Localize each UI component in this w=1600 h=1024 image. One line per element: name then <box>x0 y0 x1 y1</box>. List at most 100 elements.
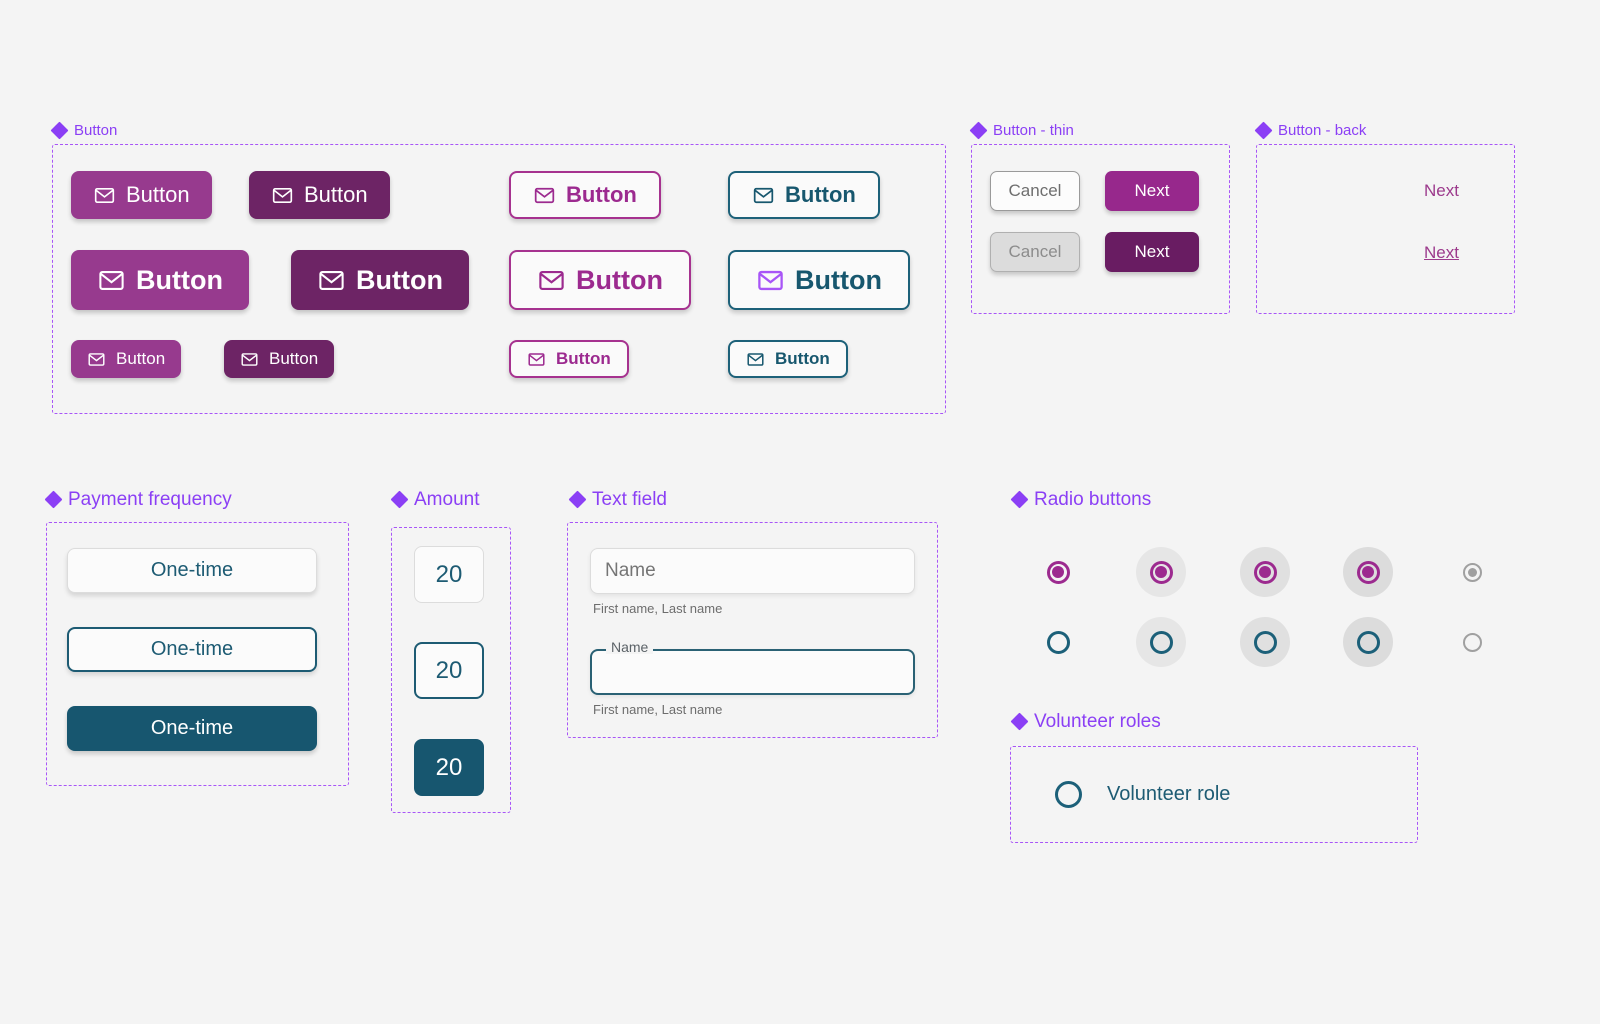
volunteer-roles-frame <box>1010 746 1418 843</box>
section-label-button: Button <box>50 121 118 140</box>
section-label-text: Payment frequency <box>68 489 232 510</box>
section-label-button-back: Button - back <box>1254 121 1366 140</box>
section-label-text: Volunteer roles <box>1034 711 1161 732</box>
button-label: Button <box>356 264 443 295</box>
button-label: Button <box>556 349 611 368</box>
name-input-notched-wrapper: Name <box>590 640 915 695</box>
volunteer-role-row[interactable]: Volunteer role <box>1055 781 1230 808</box>
diamond-cluster-icon <box>44 490 63 509</box>
payment-frequency-option-selected[interactable]: One-time <box>67 706 317 751</box>
radio-selected-rest[interactable] <box>1033 547 1083 597</box>
button-filled-magenta-dark-medium[interactable]: Button <box>249 171 390 219</box>
envelope-icon <box>241 352 258 366</box>
diamond-cluster-icon <box>1010 712 1029 731</box>
amount-input-focused[interactable]: 20 <box>414 642 484 699</box>
volunteer-role-label: Volunteer role <box>1107 783 1231 805</box>
button-outline-teal-large[interactable]: Button <box>728 250 910 310</box>
radio-ring <box>1356 630 1380 654</box>
button-filled-magenta-small[interactable]: Button <box>71 340 182 378</box>
button-outline-magenta-large[interactable]: Button <box>509 250 691 310</box>
button-label: Button <box>269 349 319 368</box>
section-label-text: Text field <box>592 489 667 510</box>
button-label: Button <box>126 182 190 207</box>
next-button-pressed[interactable]: Next <box>1105 232 1199 272</box>
name-input-plain[interactable] <box>590 548 915 594</box>
button-filled-magenta-dark-small[interactable]: Button <box>224 340 335 378</box>
envelope-icon <box>539 270 564 290</box>
option-label: One-time <box>150 638 234 660</box>
diamond-cluster-icon <box>969 121 988 140</box>
button-label: Cancel <box>1008 242 1062 261</box>
radio-ring <box>1149 560 1173 584</box>
radio-dot <box>1467 567 1477 577</box>
next-button[interactable]: Next <box>1105 171 1199 211</box>
radio-dot <box>1155 566 1167 578</box>
radio-unselected-pressed[interactable] <box>1343 617 1393 667</box>
back-button-next[interactable]: Next <box>1418 180 1465 202</box>
floating-label: Name <box>606 640 654 654</box>
name-input-notched[interactable] <box>592 651 913 693</box>
cancel-button[interactable]: Cancel <box>990 171 1080 211</box>
envelope-icon <box>758 270 783 290</box>
section-label-amount: Amount <box>390 489 480 510</box>
amount-input-rest[interactable]: 20 <box>414 546 484 603</box>
radio-ring <box>1253 560 1277 584</box>
button-label: Button <box>566 182 637 207</box>
diamond-cluster-icon <box>568 490 587 509</box>
button-label: Button <box>795 264 882 295</box>
button-outline-magenta-medium[interactable]: Button <box>509 171 661 219</box>
section-label-button-thin: Button - thin <box>969 121 1074 140</box>
radio-unselected-focus[interactable] <box>1240 617 1290 667</box>
button-filled-magenta-medium[interactable]: Button <box>71 171 212 219</box>
button-label: Button <box>576 264 663 295</box>
section-label-text: Button - thin <box>993 122 1074 139</box>
button-outline-magenta-small[interactable]: Button <box>509 340 629 378</box>
diamond-cluster-icon <box>1010 490 1029 509</box>
radio-selected-pressed[interactable] <box>1343 547 1393 597</box>
button-outline-teal-small[interactable]: Button <box>728 340 848 378</box>
envelope-icon <box>534 187 555 203</box>
button-label: Button <box>136 264 223 295</box>
diamond-cluster-icon <box>1254 121 1273 140</box>
envelope-icon <box>94 187 115 203</box>
text-field-notched-group: Name First name, Last name <box>590 640 915 717</box>
radio-unselected-rest[interactable] <box>1033 617 1083 667</box>
option-label: One-time <box>150 717 234 739</box>
payment-frequency-option-focused[interactable]: One-time <box>67 627 317 672</box>
name-input-plain-helper: First name, Last name <box>593 601 723 616</box>
back-button-next-underlined[interactable]: Next <box>1418 242 1465 264</box>
radio-ring <box>1046 630 1070 654</box>
radio-unselected-hover[interactable] <box>1136 617 1186 667</box>
envelope-icon <box>319 270 344 290</box>
button-label: Cancel <box>1008 181 1062 200</box>
radio-dot <box>1362 566 1374 578</box>
button-label: Next <box>1134 242 1170 261</box>
button-label: Button <box>116 349 166 368</box>
text-field-frame <box>567 522 938 738</box>
radio-selected-hover[interactable] <box>1136 547 1186 597</box>
button-filled-magenta-large[interactable]: Button <box>71 250 249 310</box>
amount-input-selected[interactable]: 20 <box>414 739 484 796</box>
section-label-text: Amount <box>414 489 480 510</box>
envelope-icon <box>528 352 545 366</box>
diamond-cluster-icon <box>390 490 409 509</box>
envelope-icon <box>747 352 764 366</box>
section-label-volunteer-roles: Volunteer roles <box>1010 711 1161 732</box>
radio-selected-disabled <box>1447 547 1497 597</box>
section-label-text: Radio buttons <box>1034 489 1152 510</box>
radio-selected-focus[interactable] <box>1240 547 1290 597</box>
button-filled-magenta-dark-large[interactable]: Button <box>291 250 469 310</box>
section-label-text: Button <box>74 122 118 139</box>
envelope-icon <box>272 187 293 203</box>
section-label-payment-frequency: Payment frequency <box>44 489 232 510</box>
button-outline-teal-medium[interactable]: Button <box>728 171 880 219</box>
volunteer-role-radio[interactable] <box>1055 781 1082 808</box>
button-label: Button <box>775 349 830 368</box>
cancel-button-disabled[interactable]: Cancel <box>990 232 1080 272</box>
button-section-frame <box>52 144 946 414</box>
radio-unselected-disabled <box>1447 617 1497 667</box>
button-label: Button <box>304 182 368 207</box>
payment-frequency-option-rest[interactable]: One-time <box>67 548 317 593</box>
name-input-notched-helper: First name, Last name <box>593 702 723 717</box>
